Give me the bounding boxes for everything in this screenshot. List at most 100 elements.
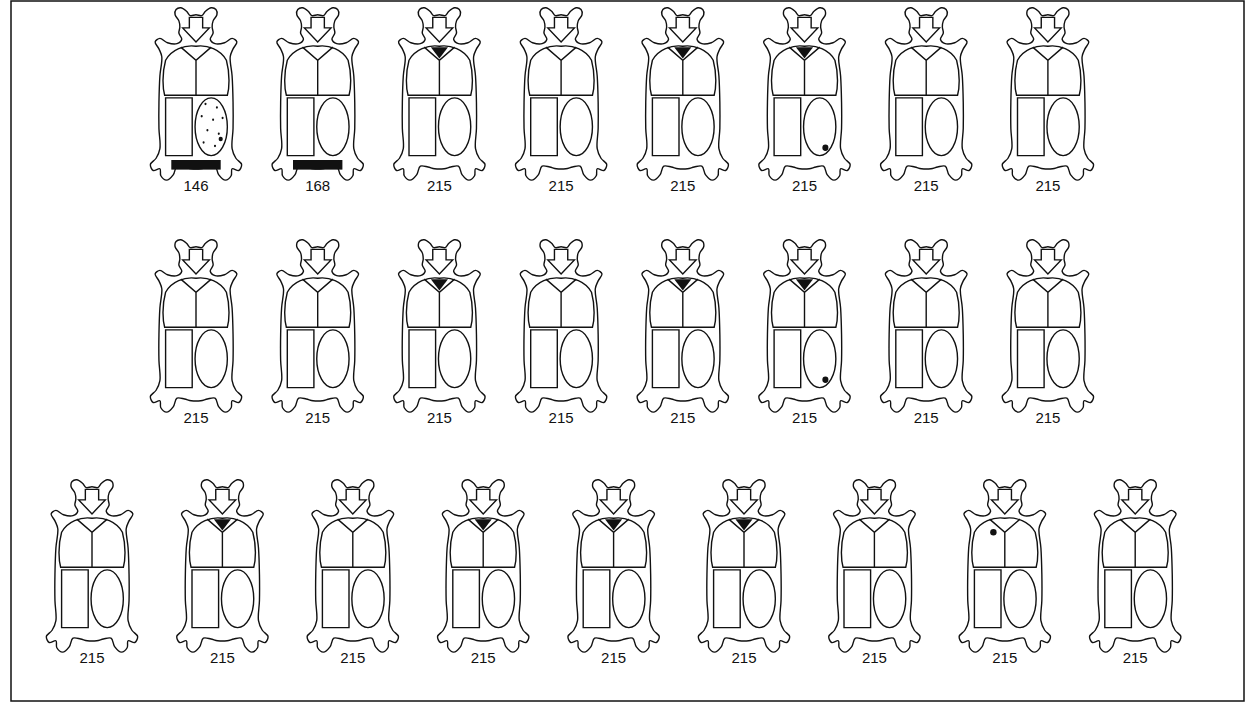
body-outline bbox=[637, 240, 728, 412]
liver-box bbox=[652, 98, 679, 156]
liver-box bbox=[166, 330, 193, 388]
mouse-label-box: 215 bbox=[896, 409, 956, 429]
spleen-ellipse bbox=[925, 98, 957, 156]
arrow-symbol bbox=[304, 17, 331, 42]
body-outline bbox=[1090, 480, 1181, 652]
mouse-figure bbox=[759, 240, 850, 412]
lung-outline bbox=[189, 518, 255, 567]
body-outline bbox=[637, 8, 728, 180]
mouse-figure bbox=[150, 8, 241, 180]
mouse-figure bbox=[515, 240, 606, 412]
lung-outline bbox=[711, 518, 777, 567]
trachea-line bbox=[911, 47, 941, 95]
body-outline bbox=[150, 8, 241, 180]
arrow-symbol bbox=[209, 489, 236, 514]
body-outline bbox=[568, 480, 659, 652]
mouse-label-box: 215 bbox=[896, 177, 956, 197]
mouse-label-box: 215 bbox=[1018, 177, 1078, 197]
callout-number: 215 bbox=[670, 177, 695, 194]
thymus-mark bbox=[674, 279, 691, 290]
mouse-label-box: 215 bbox=[584, 649, 644, 669]
arrow-symbol bbox=[913, 249, 940, 274]
arrow-symbol bbox=[1035, 17, 1062, 42]
mouse-figure bbox=[959, 480, 1050, 652]
black-bar bbox=[171, 160, 220, 170]
lung-outline bbox=[528, 278, 594, 327]
mouse-figure bbox=[438, 480, 529, 652]
body-outline bbox=[46, 480, 137, 652]
mouse-figure bbox=[272, 8, 363, 180]
callout-number: 215 bbox=[731, 649, 756, 666]
liver-box bbox=[774, 98, 801, 156]
trachea-line bbox=[77, 519, 107, 567]
lung-outline bbox=[771, 46, 837, 95]
callout-number: 215 bbox=[183, 409, 208, 426]
speckle-dot bbox=[218, 133, 220, 135]
arrow-symbol bbox=[426, 249, 453, 274]
mouse-label-box: 146 bbox=[166, 177, 226, 197]
mouse-figure bbox=[829, 480, 920, 652]
lung-outline bbox=[972, 518, 1038, 567]
callout-number: 215 bbox=[427, 177, 452, 194]
mouse-figure bbox=[568, 480, 659, 652]
mouse-label-box: 215 bbox=[1105, 649, 1165, 669]
spleen-ellipse bbox=[1047, 330, 1079, 388]
trachea-line bbox=[424, 47, 454, 95]
trachea-line bbox=[207, 519, 237, 567]
trachea-line bbox=[181, 47, 211, 95]
arrow-symbol bbox=[791, 249, 818, 274]
arrow-symbol bbox=[183, 17, 210, 42]
arrow-symbol bbox=[861, 489, 888, 514]
body-outline bbox=[698, 480, 789, 652]
spleen-ellipse bbox=[195, 330, 227, 388]
body-outline bbox=[438, 480, 529, 652]
trachea-line bbox=[468, 519, 498, 567]
black-bar bbox=[293, 160, 342, 170]
spleen-ellipse bbox=[317, 330, 349, 388]
trachea-line bbox=[338, 519, 368, 567]
liver-box bbox=[896, 98, 923, 156]
arrow-symbol bbox=[340, 489, 367, 514]
callout-number: 215 bbox=[792, 177, 817, 194]
speckle-dot bbox=[204, 103, 206, 105]
liver-box bbox=[409, 330, 436, 388]
spleen-ellipse bbox=[1004, 570, 1036, 628]
thymus-mark bbox=[475, 519, 492, 530]
arrow-symbol bbox=[600, 489, 627, 514]
callout-number: 215 bbox=[601, 649, 626, 666]
trachea-line bbox=[789, 47, 819, 95]
spleen-ellipse bbox=[873, 570, 905, 628]
liver-box bbox=[583, 570, 610, 628]
arrow-symbol bbox=[79, 489, 106, 514]
callout-number: 168 bbox=[305, 177, 330, 194]
mouse-figure bbox=[881, 240, 972, 412]
body-outline bbox=[394, 8, 485, 180]
liver-box bbox=[774, 330, 801, 388]
liver-box bbox=[652, 330, 679, 388]
lung-outline bbox=[1015, 278, 1081, 327]
body-outline bbox=[759, 240, 850, 412]
mouse-figure bbox=[1002, 240, 1093, 412]
lung-outline bbox=[893, 46, 959, 95]
spleen-ellipse bbox=[925, 330, 957, 388]
speckle-dot bbox=[219, 137, 223, 141]
mouse-label-box: 215 bbox=[531, 177, 591, 197]
mouse-label-box: 215 bbox=[323, 649, 383, 669]
mouse-figure bbox=[272, 240, 363, 412]
liver-box bbox=[409, 98, 436, 156]
mouse-label-box: 215 bbox=[775, 409, 835, 429]
speckle-dot bbox=[206, 129, 208, 131]
thymus-mark bbox=[735, 519, 752, 530]
lung-outline bbox=[528, 46, 594, 95]
spleen-ellipse bbox=[613, 570, 645, 628]
liver-box bbox=[322, 570, 349, 628]
trachea-line bbox=[911, 279, 941, 327]
spleen-ellipse bbox=[438, 98, 470, 156]
callout-number: 215 bbox=[914, 409, 939, 426]
lung-outline bbox=[406, 278, 472, 327]
spleen-ellipse bbox=[804, 98, 836, 156]
spleen-ellipse bbox=[221, 570, 253, 628]
mouse-label-box: 215 bbox=[288, 409, 348, 429]
mouse-figure bbox=[759, 8, 850, 180]
trachea-line bbox=[1033, 47, 1063, 95]
